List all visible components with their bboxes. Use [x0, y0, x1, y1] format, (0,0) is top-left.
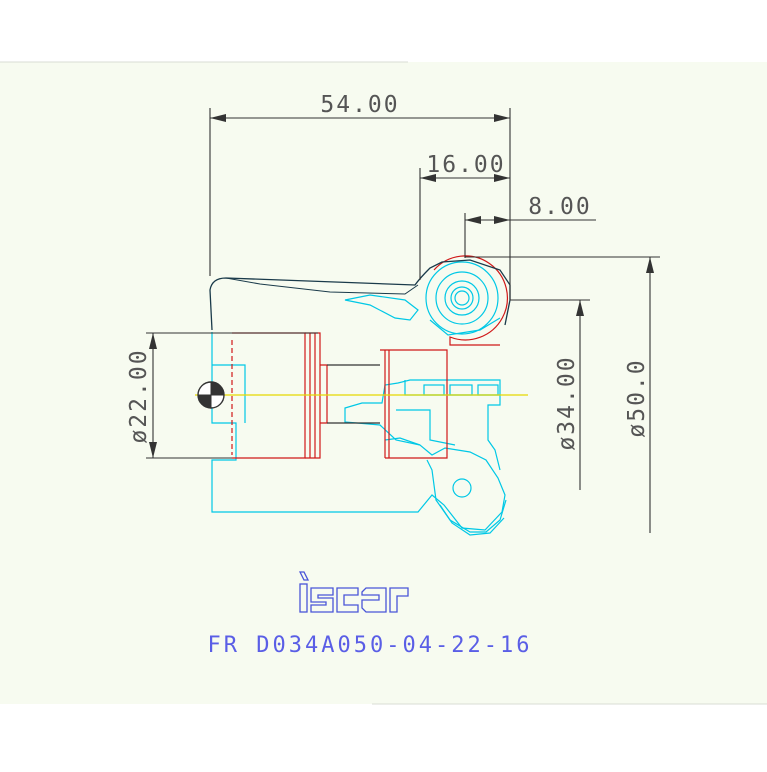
hub-connector	[327, 364, 380, 424]
dim-bore-diameter: ø22.00	[126, 348, 152, 443]
insert-screw	[425, 261, 499, 335]
body-outline-rake	[225, 277, 419, 295]
body-outline-top	[209, 259, 511, 331]
center-mark-icon	[197, 381, 225, 409]
dim-length-mid: 16.00	[426, 152, 505, 178]
part-number: FR D034A050-04-22-16	[208, 633, 533, 658]
dim-cut-diameter-min: ø34.00	[554, 355, 580, 450]
sheet-background	[0, 62, 767, 704]
tool-body	[211, 294, 507, 536]
dim-cut-diameter-max: ø50.0	[624, 358, 650, 437]
dim-overall-length: 54.00	[320, 92, 399, 118]
iscar-logo	[298, 571, 409, 613]
dim-length-short: 8.00	[528, 194, 591, 220]
dimension-arrows	[149, 114, 654, 458]
